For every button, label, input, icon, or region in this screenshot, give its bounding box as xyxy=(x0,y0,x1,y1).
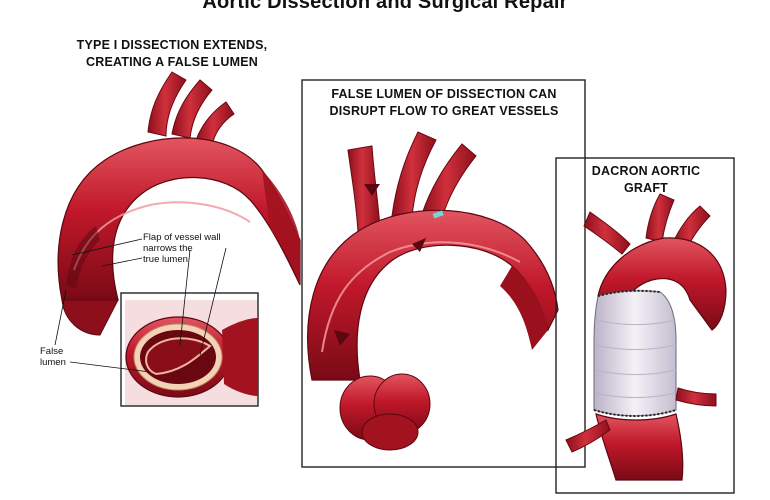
page-title: Aortic Dissection and Surgical Repair xyxy=(202,0,568,13)
graft-crimp-3 xyxy=(594,369,677,375)
leader-false-1 xyxy=(54,289,67,346)
middle-caption-line1: FALSE LUMEN OF DISSECTION CAN xyxy=(331,87,557,101)
middle-great-vessel-2 xyxy=(391,131,437,219)
graft-crimp-2 xyxy=(594,344,677,350)
label-false-line2: lumen xyxy=(40,357,66,368)
right-caption-line1: DACRON AORTIC xyxy=(591,164,701,178)
middle-tear-marker xyxy=(432,210,444,219)
middle-caption: FALSE LUMEN OF DISSECTION CAN DISRUPT FL… xyxy=(304,86,584,120)
left-great-vessel-2 xyxy=(171,79,213,139)
left-aorta-illustration xyxy=(57,71,301,336)
leader-false-2 xyxy=(69,361,151,373)
left-great-vessel-1 xyxy=(147,71,187,137)
middle-arch-body xyxy=(307,209,559,381)
leader-flap-4 xyxy=(199,247,227,356)
cross-section-flap xyxy=(145,337,212,376)
left-leader-lines xyxy=(54,238,227,373)
middle-flow-arrow-1 xyxy=(364,184,380,196)
leader-flap-2 xyxy=(101,257,143,267)
graft-crimp-1 xyxy=(595,319,677,325)
right-caption-line2: GRAFT xyxy=(623,181,669,195)
left-caption: TYPE I DISSECTION EXTENDS, CREATING A FA… xyxy=(52,37,292,71)
middle-root-bulb-3 xyxy=(361,413,419,451)
label-flap-line2: narrows the xyxy=(143,243,193,254)
graft-suture-top xyxy=(597,289,661,297)
label-flap-line1: Flap of vessel wall xyxy=(143,232,221,243)
label-flap: Flap of vessel wall narrows the true lum… xyxy=(143,232,221,265)
cross-section-illustration xyxy=(125,300,258,406)
left-descending-aorta xyxy=(262,170,300,285)
leader-flap-3 xyxy=(179,249,191,346)
middle-panel-frame xyxy=(301,79,586,468)
right-caption: DACRON AORTIC GRAFT xyxy=(558,163,734,197)
middle-great-vessel-3 xyxy=(421,143,477,219)
left-caption-line2: CREATING A FALSE LUMEN xyxy=(86,55,258,69)
left-false-lumen-shade xyxy=(66,226,100,288)
right-upper-aorta xyxy=(597,237,727,331)
right-great-vessel-1 xyxy=(583,211,631,255)
middle-descending-aorta xyxy=(500,266,548,350)
label-flap-line3: true lumen xyxy=(143,254,188,265)
left-arch-body xyxy=(57,137,301,301)
graft-suture-bottom xyxy=(593,409,677,417)
middle-great-vessel-1 xyxy=(347,145,381,233)
right-lower-aorta xyxy=(595,413,684,481)
middle-flow-arrow-2 xyxy=(412,238,426,252)
right-great-vessel-2 xyxy=(645,193,675,243)
right-branch-right xyxy=(675,387,717,407)
right-panel-frame xyxy=(555,157,735,494)
cross-section-tube-body xyxy=(222,318,258,396)
right-graft-illustration xyxy=(565,193,727,481)
leader-flap-1 xyxy=(71,238,143,256)
left-caption-line1: TYPE I DISSECTION EXTENDS, xyxy=(76,38,268,52)
left-great-vessel-3 xyxy=(195,101,235,147)
left-ascending-root xyxy=(61,299,119,336)
right-branch-left xyxy=(565,419,611,453)
middle-dissection-flap xyxy=(321,241,521,353)
label-false-lumen: False lumen xyxy=(40,346,66,368)
middle-flow-arrow-3 xyxy=(334,330,350,346)
graft-crimp-4 xyxy=(594,392,677,398)
middle-aorta-illustration xyxy=(307,131,559,451)
label-false-line1: False xyxy=(40,346,64,357)
middle-caption-line2: DISRUPT FLOW TO GREAT VESSELS xyxy=(329,104,559,118)
